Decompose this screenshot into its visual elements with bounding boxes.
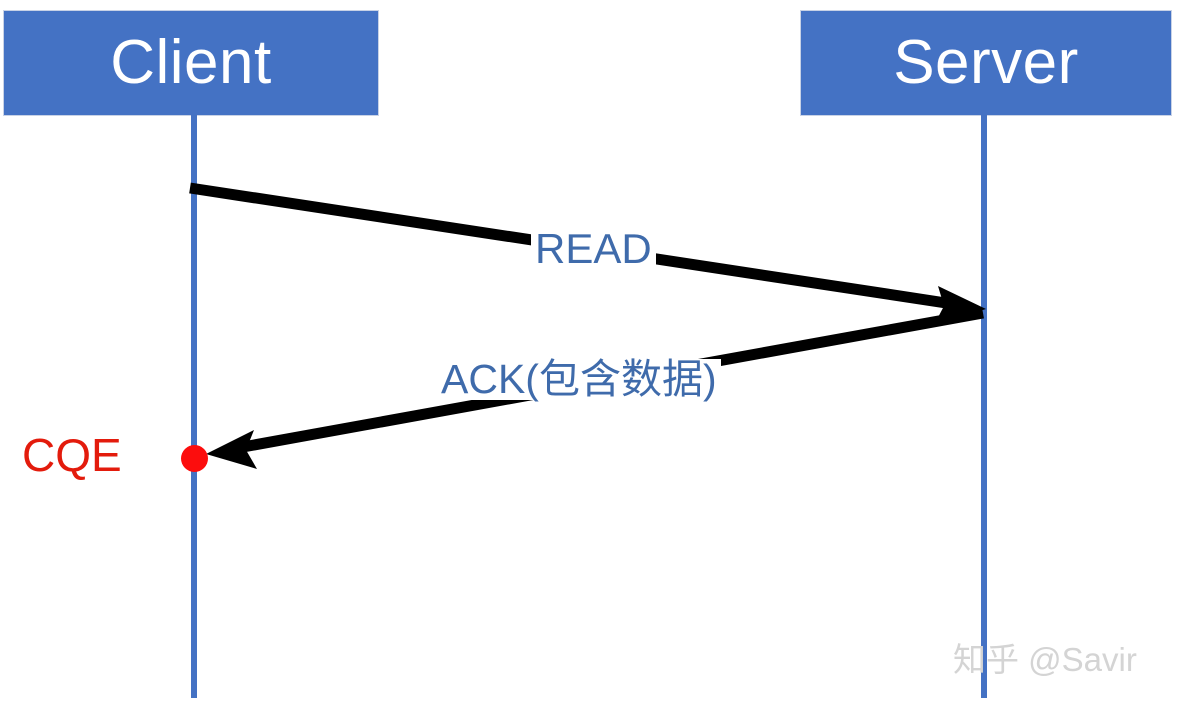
participant-box-server: Server xyxy=(800,10,1172,116)
participant-label-server: Server xyxy=(893,28,1079,97)
participant-label-client: Client xyxy=(110,28,272,97)
message-label-ack: ACK(包含数据) xyxy=(437,359,721,400)
message-label-read: READ xyxy=(531,228,656,270)
participant-box-client: Client xyxy=(3,10,379,116)
marker-label-cqe: CQE xyxy=(22,429,122,481)
lifeline-client xyxy=(191,110,197,698)
lifeline-server xyxy=(981,110,987,698)
marker-dot-cqe xyxy=(181,445,208,472)
watermark: 知乎 @Savir xyxy=(953,641,1137,678)
